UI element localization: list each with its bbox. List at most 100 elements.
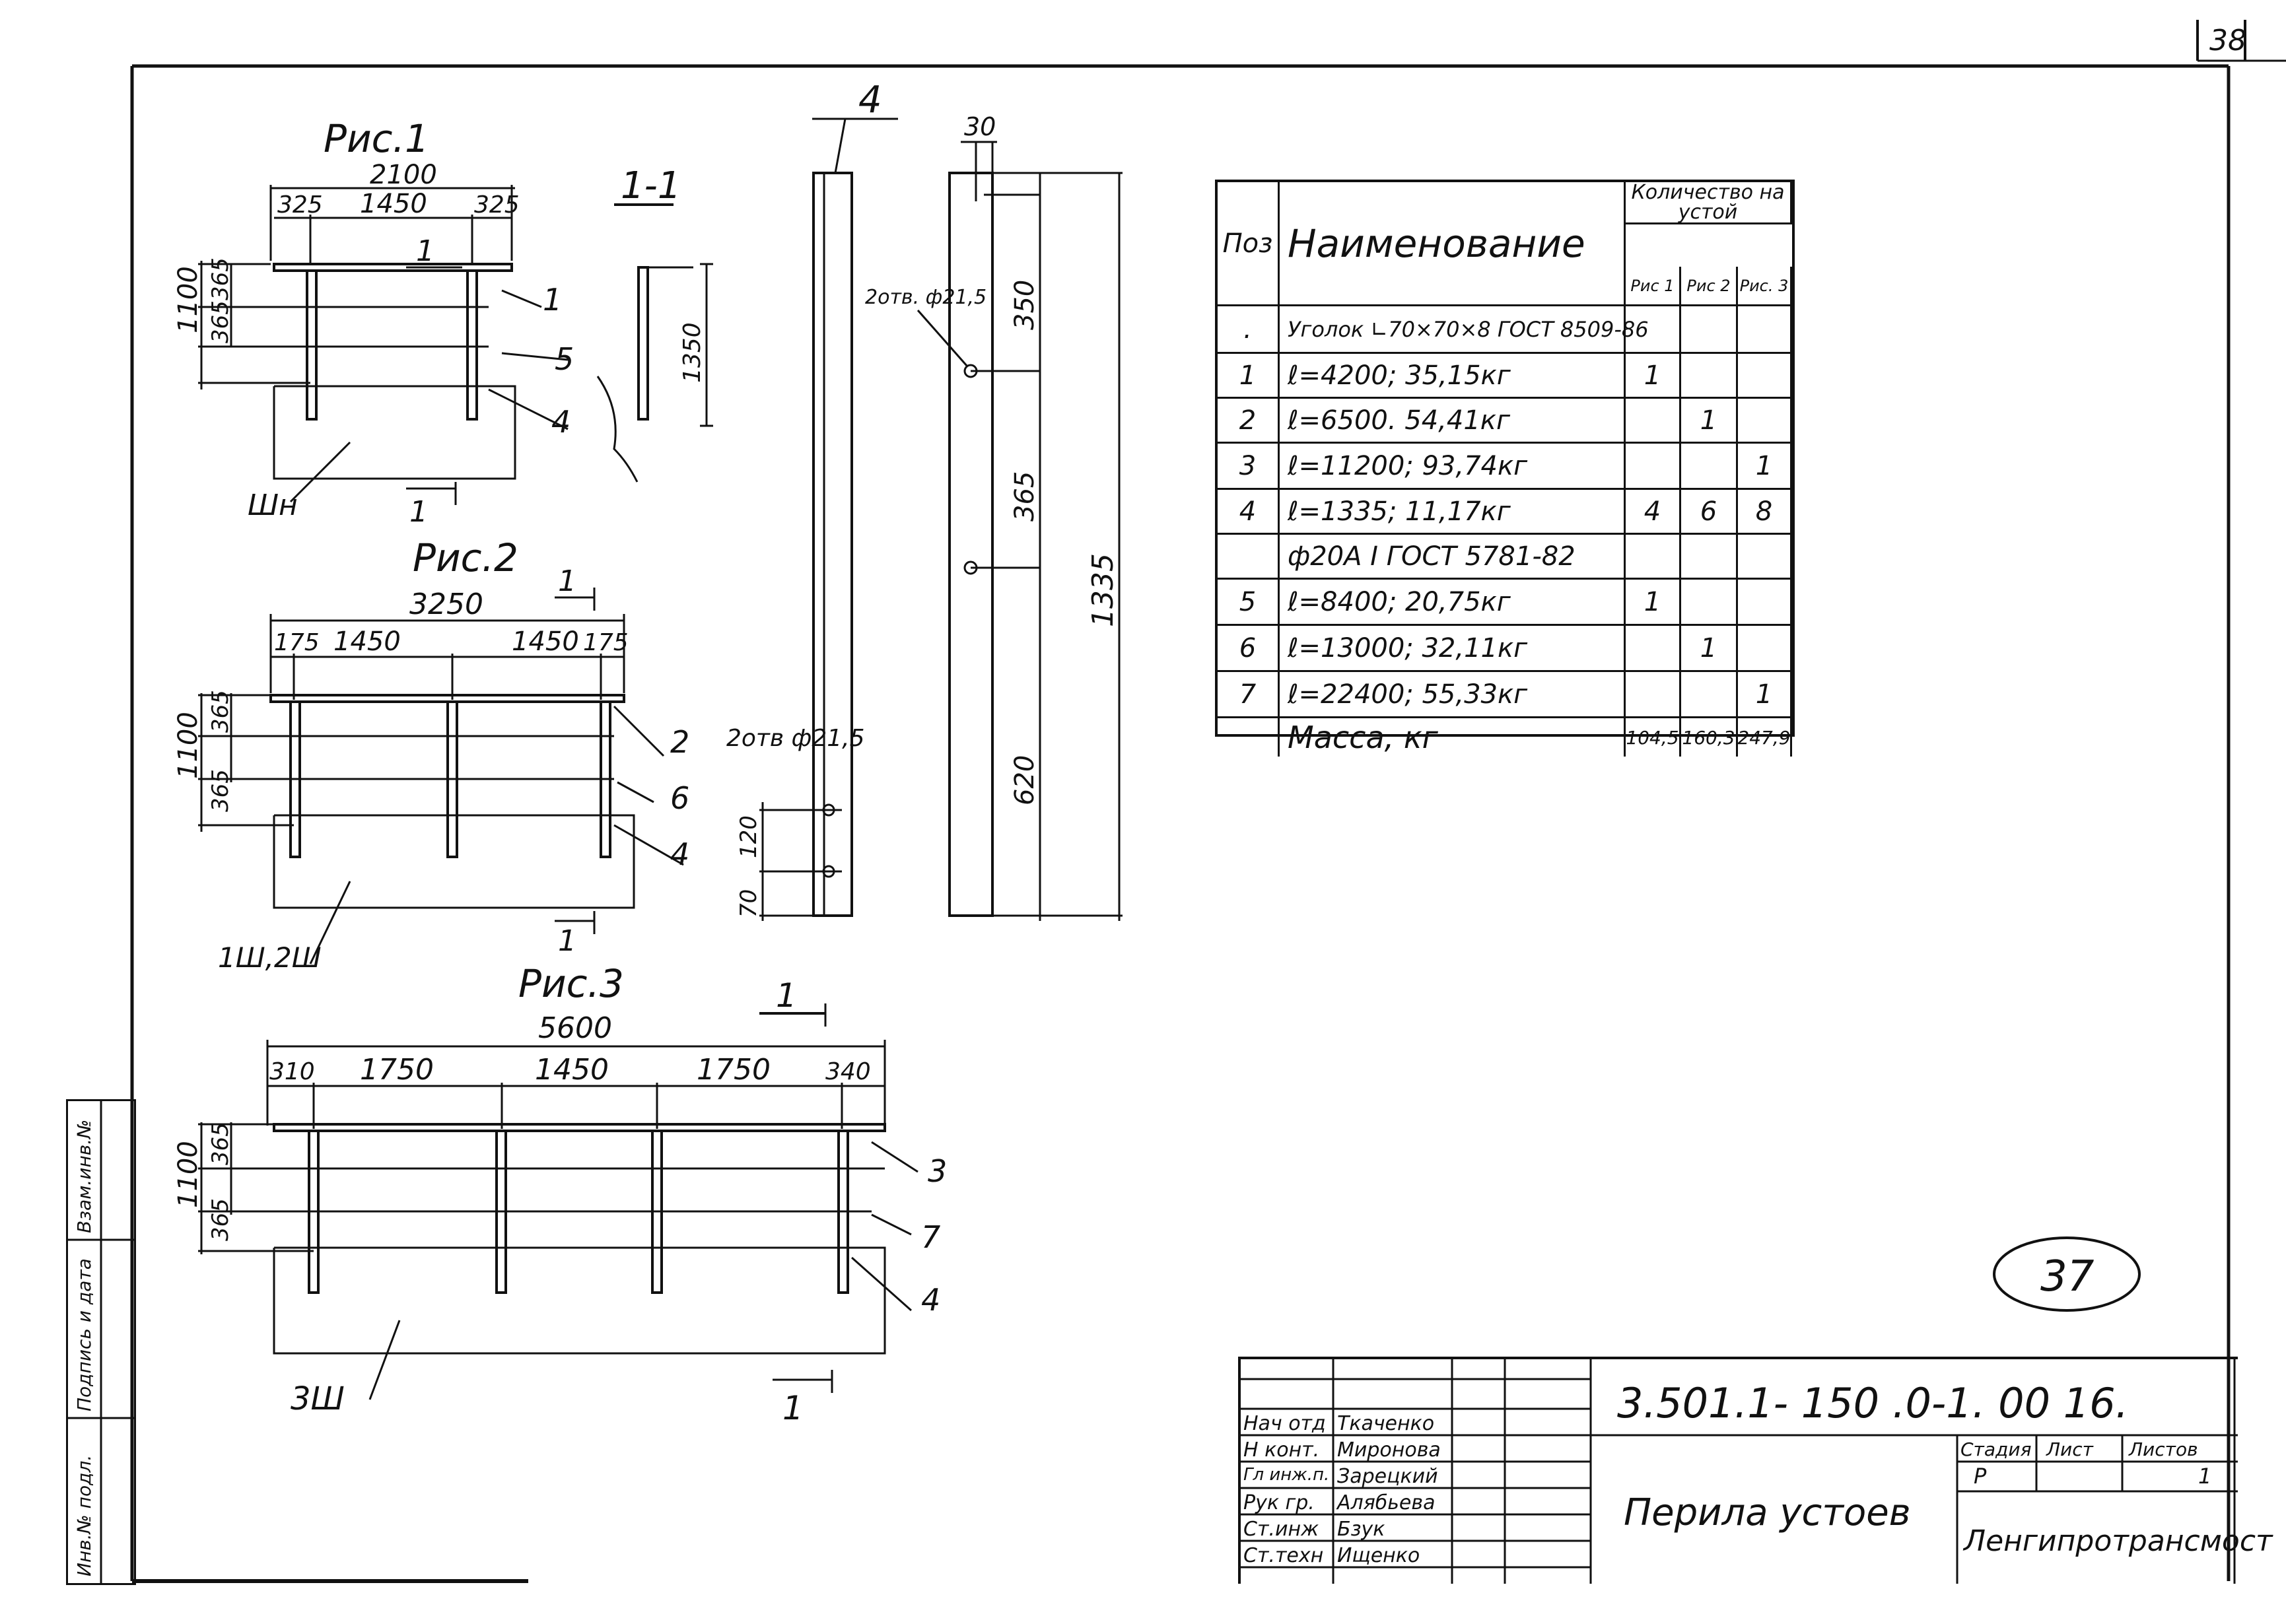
fig3-dim-part-3: 1450	[535, 1053, 609, 1087]
spec-row-q3	[1738, 580, 1792, 626]
post-side-dim-365: 365	[1010, 471, 1040, 522]
stage-label: Стадия	[1960, 1438, 2032, 1460]
spec-row-q2	[1681, 444, 1738, 490]
fig1-dim-vertical-2: 365	[207, 300, 234, 343]
spec-row-q3	[1738, 399, 1792, 444]
fig1-base-label: Шн	[248, 489, 298, 522]
spec-row-pos: 2	[1218, 399, 1280, 444]
sidebar-lines	[68, 1101, 134, 1583]
spec-row-q1	[1626, 672, 1681, 718]
fig2-label-4: 4	[670, 836, 689, 872]
post-side-holes-note: 2отв. ф21,5	[865, 286, 987, 309]
post-detail-label: 4	[858, 79, 882, 121]
fig2-title: Рис.2	[413, 535, 518, 580]
left-sidebar: Инв.№ подл. Подпись и дата Взам.инв.№	[66, 1099, 136, 1585]
fig2-label-2: 2	[670, 724, 689, 760]
fig2-drawing	[198, 588, 684, 964]
sheet-frame	[130, 20, 2286, 1583]
post-side-dim-350: 350	[1010, 280, 1040, 330]
fig2-dim-part-4: 175	[583, 629, 629, 656]
fig2-dim-vertical-2: 365	[207, 769, 234, 812]
fig1-label-4: 4	[551, 404, 571, 440]
person-name: Ткаченко	[1337, 1412, 1435, 1435]
spec-row-q2: 1	[1681, 626, 1738, 672]
spec-mass-3: 247,9	[1737, 718, 1792, 757]
fig1-dim-part-2: 1450	[360, 189, 427, 219]
spec-row-q1	[1626, 535, 1681, 580]
spec-row-q3: 1	[1738, 444, 1792, 490]
spec-row-name: Уголок ∟70×70×8 ГОСТ 8509-86	[1280, 306, 1649, 354]
post-dim-120: 120	[736, 815, 762, 858]
fig1-dim-vertical-total: 1100	[173, 266, 203, 333]
fig1-dim-part-1: 325	[277, 191, 323, 219]
fig2-dim-part-2: 1450	[333, 626, 401, 657]
spec-row-q3	[1738, 535, 1792, 580]
person-role: Нач отд	[1243, 1412, 1326, 1435]
spec-row-q1: 1	[1626, 580, 1681, 626]
section-dim: 1350	[679, 322, 706, 383]
spec-row-pos: 1	[1218, 354, 1280, 399]
fig1-section-mark-top: 1	[416, 234, 434, 268]
person-name: Алябьева	[1337, 1491, 1436, 1514]
fig1-drawing	[198, 185, 713, 505]
spec-mass-1: 104,5	[1626, 718, 1681, 757]
spec-row-q2: 1	[1681, 399, 1738, 444]
fig3-label-7: 7	[921, 1219, 940, 1255]
fig1-title: Рис.1	[324, 116, 429, 161]
fig3-section-mark-top: 1	[776, 976, 797, 1015]
fig3-base-label: 3Ш	[291, 1380, 345, 1417]
fig2-dim-part-3: 1450	[512, 626, 579, 657]
spec-row-name: ℓ=4200; 35,15кг	[1280, 354, 1626, 399]
spec-row-pos: .	[1218, 306, 1280, 354]
fig2-section-mark-top: 1	[558, 564, 576, 598]
fig1-dim-part-3: 325	[474, 191, 520, 219]
person-role: Гл инж.п.	[1243, 1465, 1330, 1485]
stamp-ellipse	[1993, 1236, 2141, 1312]
fig2-section-mark-bottom: 1	[558, 924, 576, 958]
spec-row-q1: 1	[1626, 354, 1681, 399]
fig1-label-1: 1	[543, 282, 562, 318]
spec-row-q3: 1	[1738, 672, 1792, 718]
spec-row-q2	[1681, 580, 1738, 626]
spec-row-pos: 6	[1218, 626, 1280, 672]
person-role: Н конт.	[1243, 1438, 1320, 1462]
fig2-dim-vertical-total: 1100	[173, 712, 203, 779]
spec-qty-col-1: Рис 1	[1626, 267, 1681, 306]
stamp-number: 37	[2040, 1252, 2095, 1301]
post-detail-drawing	[759, 118, 1123, 921]
person-role: Ст.инж	[1243, 1518, 1319, 1541]
spec-row-q1	[1626, 444, 1681, 490]
spec-row-q2: 6	[1681, 490, 1738, 535]
fig3-dim-vertical-1: 365	[207, 1122, 234, 1165]
spec-row-name: ℓ=13000; 32,11кг	[1280, 626, 1626, 672]
stage-value: Р	[1974, 1464, 1987, 1489]
fig1-section-mark-bottom: 1	[409, 495, 428, 529]
fig3-dim-part-5: 340	[825, 1058, 871, 1085]
fig3-label-4: 4	[921, 1282, 940, 1318]
sheet-label: Лист	[2046, 1438, 2093, 1460]
fig2-dim-total: 3250	[409, 588, 483, 621]
person-name: Миронова	[1337, 1438, 1441, 1462]
fig3-dim-total: 5600	[538, 1011, 612, 1045]
spec-row-pos	[1218, 535, 1280, 580]
person-name: Ищенко	[1337, 1544, 1420, 1567]
fig2-base-label: 1Ш,2Ш	[218, 941, 322, 974]
fig2-dim-vertical-1: 365	[207, 690, 234, 733]
person-role: Рук гр.	[1243, 1491, 1315, 1514]
spec-qty-col-2: Рис 2	[1681, 267, 1738, 306]
spec-row-q1	[1626, 626, 1681, 672]
spec-row-name: ℓ=11200; 93,74кг	[1280, 444, 1626, 490]
spec-row-name: ℓ=22400; 55,33кг	[1280, 672, 1626, 718]
person-name: Зарецкий	[1337, 1465, 1438, 1488]
fig3-drawing	[198, 1003, 918, 1400]
fig1-dim-vertical-1: 365	[207, 257, 234, 300]
fig3-dim-part-1: 310	[269, 1058, 315, 1085]
title-block-lines	[1241, 1359, 2238, 1584]
fig3-title: Рис.3	[518, 961, 624, 1006]
spec-row-q1	[1626, 399, 1681, 444]
spec-header-qty: Количество на устой	[1626, 182, 1792, 224]
person-name: Бзук	[1337, 1518, 1385, 1541]
post-holes-note: 2отв ф21,5	[726, 725, 865, 752]
spec-mass-label: Масса, кг	[1280, 718, 1626, 757]
